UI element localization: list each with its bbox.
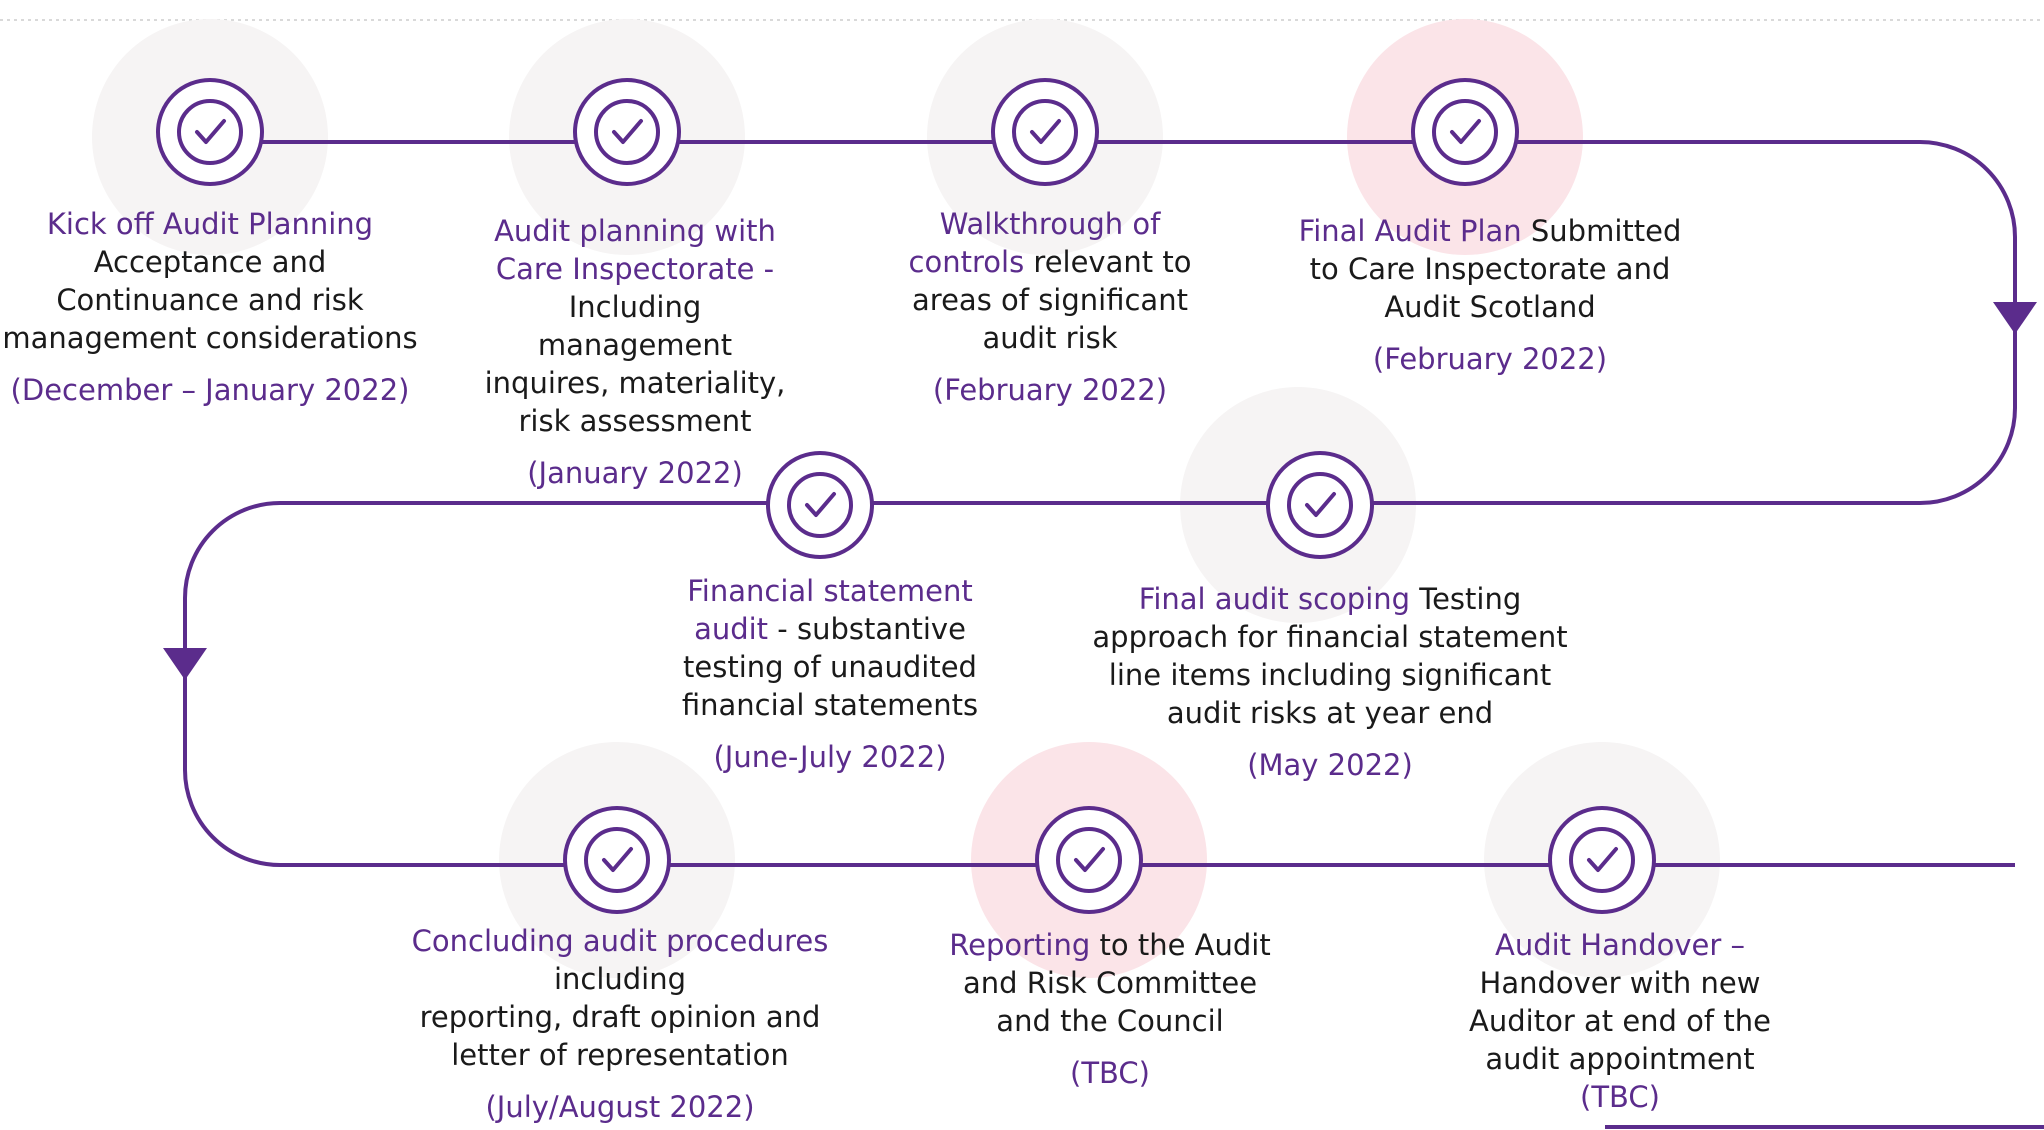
milestone-3-line: areas of significant — [912, 283, 1188, 317]
check-marker-6 — [766, 451, 874, 559]
check-marker-3 — [991, 78, 1099, 186]
milestone-9-line: audit appointment — [1485, 1042, 1755, 1076]
milestone-4-line: Submitted — [1530, 214, 1682, 248]
check-marker-1 — [156, 78, 264, 186]
milestone-7-title: Concluding audit procedures — [411, 924, 829, 958]
milestone-2-line: management — [537, 328, 733, 362]
check-icon — [612, 119, 643, 144]
milestone-9-line: Auditor at end of the — [1469, 1004, 1771, 1038]
milestone-4-date: (February 2022) — [1372, 342, 1608, 376]
check-marker-8 — [1035, 806, 1143, 914]
milestone-8-text: Reporting to the Audit and Risk Committe… — [920, 926, 1300, 1092]
milestone-8-line: and Risk Committee — [962, 966, 1258, 1000]
timeline-path — [183, 140, 2017, 867]
check-icon — [1030, 119, 1061, 144]
milestone-3-line: relevant to — [1033, 245, 1192, 279]
check-marker-5 — [1266, 451, 1374, 559]
milestone-7-line: reporting, draft opinion and — [419, 1000, 821, 1034]
milestone-8-line: to the Audit — [1099, 928, 1271, 962]
milestone-1-line: Acceptance and — [93, 245, 327, 279]
milestone-8-line: and the Council — [996, 1004, 1224, 1038]
milestone-2-line: risk assessment — [518, 404, 752, 438]
milestone-1-text: Kick off Audit Planning Acceptance and C… — [0, 205, 420, 409]
arrow-down-left — [163, 648, 207, 680]
milestone-1-date: (December – January 2022) — [10, 373, 410, 407]
check-marker-7 — [563, 806, 671, 914]
milestone-1-line: management considerations — [2, 321, 418, 355]
milestone-5-title: Final audit scoping — [1138, 582, 1411, 616]
milestone-5-line: audit risks at year end — [1166, 696, 1494, 730]
milestone-2-date: (January 2022) — [527, 456, 743, 490]
milestone-9-line: Handover with new — [1479, 966, 1761, 1000]
milestone-3-text: Walkthrough of controls relevant to area… — [880, 205, 1220, 409]
milestone-7-text: Concluding audit procedures including re… — [400, 922, 840, 1126]
check-icon — [195, 119, 226, 144]
milestone-7-date: (July/August 2022) — [485, 1090, 755, 1124]
arrow-down-right — [1993, 302, 2037, 334]
milestone-5-line: approach for financial statement — [1092, 620, 1568, 654]
milestone-2-text: Audit planning with Care Inspectorate - … — [470, 212, 800, 492]
milestone-1-title: Kick off Audit Planning — [46, 207, 374, 241]
milestone-7-line: letter of representation — [451, 1038, 789, 1072]
milestone-4-line: to Care Inspectorate and — [1309, 252, 1671, 286]
milestone-1-line: Continuance and risk — [56, 283, 364, 317]
milestone-6-line: testing of unaudited — [683, 650, 977, 684]
milestone-9-text: Audit Handover – Handover with new Audit… — [1430, 926, 1810, 1116]
milestone-4-title: Final Audit Plan — [1298, 214, 1522, 248]
check-icon — [805, 492, 836, 517]
check-marker-4 — [1411, 78, 1519, 186]
milestone-8-date: (TBC) — [1070, 1056, 1150, 1090]
milestone-5-line: line items including significant — [1108, 658, 1552, 692]
check-icon — [602, 847, 633, 872]
milestone-6-date: (June-July 2022) — [713, 740, 947, 774]
milestone-6-text: Financial statement audit - substantive … — [660, 572, 1000, 776]
milestone-3-date: (February 2022) — [932, 373, 1168, 407]
milestone-6-line: - substantive — [777, 612, 966, 646]
milestone-5-line: Testing — [1419, 582, 1522, 616]
milestone-5-date: (May 2022) — [1247, 748, 1413, 782]
milestone-2-title: Audit planning with Care Inspectorate - — [494, 214, 776, 286]
check-icon — [1074, 847, 1105, 872]
check-icon — [1587, 847, 1618, 872]
check-marker-2 — [573, 78, 681, 186]
check-marker-9 — [1548, 806, 1656, 914]
check-icon — [1305, 492, 1336, 517]
milestone-8-title: Reporting — [949, 928, 1091, 962]
milestone-2-line: Including — [568, 290, 702, 324]
milestone-4-text: Final Audit Plan Submitted to Care Inspe… — [1270, 212, 1710, 378]
milestone-2-line: inquires, materiality, — [484, 366, 786, 400]
milestone-3-title: Walkthrough of controls — [908, 207, 1161, 279]
milestone-9-title: Audit Handover – — [1494, 928, 1746, 962]
milestone-6-title: Financial statement audit — [687, 574, 973, 646]
milestone-5-text: Final audit scoping Testing approach for… — [1070, 580, 1590, 784]
milestone-3-line: audit risk — [982, 321, 1118, 355]
milestone-7-line: including — [553, 962, 687, 996]
milestone-6-line: financial statements — [681, 688, 979, 722]
milestone-9-date: (TBC) — [1580, 1080, 1660, 1114]
check-icon — [1450, 119, 1481, 144]
milestone-4-line: Audit Scotland — [1384, 290, 1596, 324]
